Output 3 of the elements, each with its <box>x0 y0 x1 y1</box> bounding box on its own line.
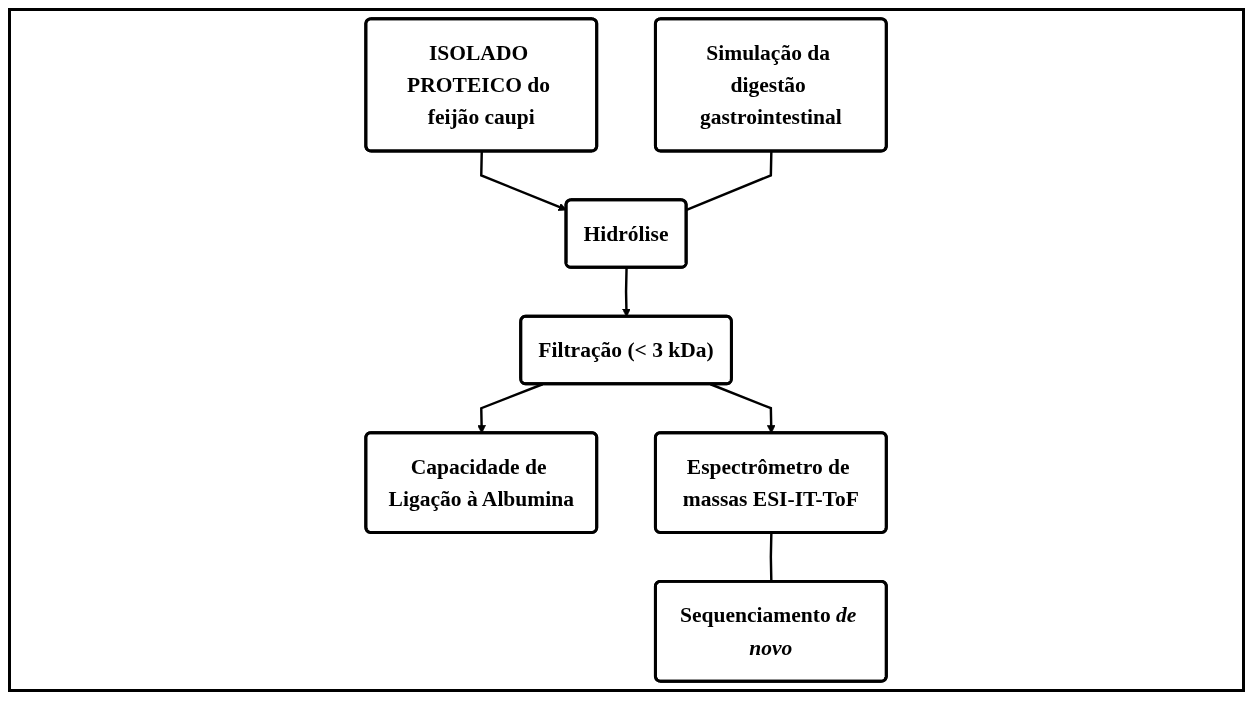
frame-border: ISOLADO PROTEICO do feijão caupi Simulação da digestão gastrointestinal Hidrólise Filtração (< 3 kDa) Capacidade de Ligação à Albumina Espectrômetro de massas ESI-IT-ToF Sequenciamento de novo <box>8 8 1245 692</box>
connector <box>770 532 773 582</box>
connector <box>686 151 773 212</box>
